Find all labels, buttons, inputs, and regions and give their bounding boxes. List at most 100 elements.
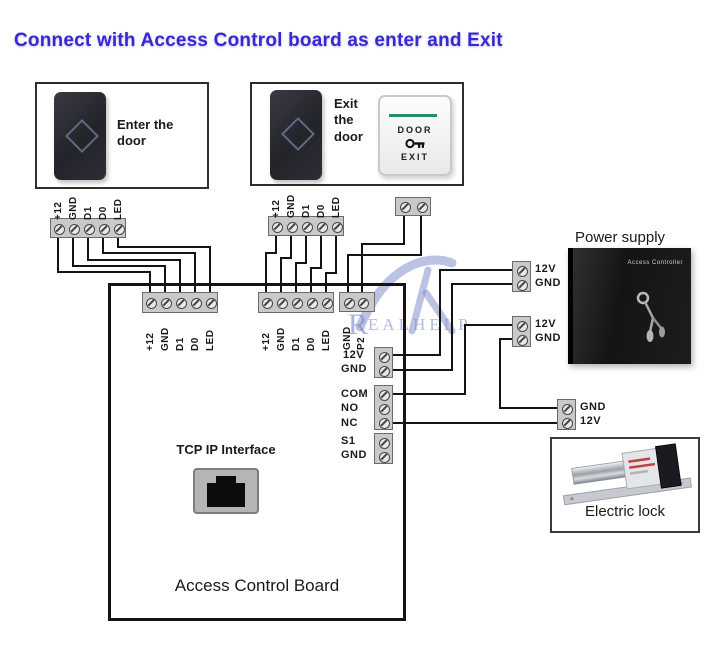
screw-terminal bbox=[378, 351, 390, 363]
pin-label: D0 bbox=[316, 204, 327, 218]
screw-terminal bbox=[205, 298, 217, 309]
pin-label: LED bbox=[331, 196, 342, 219]
pin-label: GND bbox=[341, 363, 367, 375]
screw-terminal bbox=[98, 223, 110, 235]
pin-label: GND bbox=[341, 449, 367, 461]
enter-card-reader-image bbox=[54, 92, 106, 180]
enter-station-box: Enter the door bbox=[35, 82, 209, 189]
pin-label: 12V bbox=[535, 318, 557, 330]
screw-terminal bbox=[516, 279, 528, 291]
psu-terminal-block-2 bbox=[512, 316, 531, 347]
pin-label: GND bbox=[342, 326, 353, 350]
screw-terminal bbox=[378, 451, 390, 463]
screw-terminal bbox=[190, 298, 202, 309]
realhelp-watermark-text: REALHELP bbox=[348, 308, 472, 341]
key-icon bbox=[405, 138, 425, 149]
screw-terminal bbox=[516, 320, 528, 332]
screw-terminal bbox=[516, 265, 528, 277]
pin-label: LED bbox=[321, 329, 332, 352]
door-exit-button-image: DOOR EXIT bbox=[378, 95, 452, 176]
pin-label: GND bbox=[276, 327, 287, 351]
pin-label: GND bbox=[286, 194, 297, 218]
pin-label: D1 bbox=[301, 204, 312, 218]
pin-label: GND bbox=[535, 332, 561, 344]
screw-terminal bbox=[68, 223, 80, 235]
diagram-title: Connect with Access Control board as ent… bbox=[14, 30, 503, 51]
enter-station-label: Enter the door bbox=[117, 117, 174, 149]
ethernet-jack-tab bbox=[216, 476, 236, 484]
screw-terminal bbox=[271, 221, 283, 233]
electric-lock-box bbox=[550, 437, 700, 533]
screw-terminal bbox=[276, 298, 288, 309]
screw-terminal bbox=[343, 297, 355, 309]
screw-terminal bbox=[561, 417, 573, 429]
exit-card-reader-image bbox=[270, 90, 322, 180]
screw-terminal bbox=[357, 297, 369, 309]
enter-reader-terminal-block bbox=[50, 218, 126, 238]
screw-terminal bbox=[378, 389, 390, 401]
power-supply-device-label: Access Controller bbox=[627, 260, 683, 266]
electric-lock-title: Electric lock bbox=[584, 503, 666, 520]
pin-label: D1 bbox=[175, 337, 186, 351]
screw-terminal bbox=[378, 417, 390, 429]
screw-terminal bbox=[331, 221, 343, 233]
exit-button-green-stripe bbox=[389, 114, 437, 117]
screw-terminal bbox=[378, 365, 390, 377]
screw-terminal bbox=[160, 298, 172, 309]
access-control-board-outline bbox=[108, 283, 406, 621]
screw-terminal bbox=[316, 221, 328, 233]
screw-terminal bbox=[306, 298, 318, 309]
electric-lock-image bbox=[562, 443, 693, 505]
screw-terminal bbox=[83, 223, 95, 235]
pin-label: 12V bbox=[580, 415, 602, 427]
screw-terminal bbox=[291, 298, 303, 309]
screw-terminal bbox=[113, 223, 125, 235]
screw-terminal bbox=[516, 334, 528, 346]
board-power-terminal-block bbox=[374, 347, 393, 378]
pin-label: NC bbox=[341, 417, 358, 429]
pin-label: D0 bbox=[190, 337, 201, 351]
screw-terminal bbox=[301, 221, 313, 233]
screw-terminal bbox=[145, 298, 157, 309]
exit-station-label: Exit the door bbox=[334, 96, 363, 144]
pin-label: 12V bbox=[343, 349, 365, 361]
board-exit-button-terminal-block bbox=[339, 292, 375, 312]
exit-button-door-text: DOOR bbox=[397, 125, 433, 135]
pin-label: +12 bbox=[145, 332, 156, 351]
pin-label: GND bbox=[68, 196, 79, 220]
pin-label: S1 bbox=[341, 435, 356, 447]
board-reader1-terminal-block bbox=[142, 292, 218, 313]
pin-label: NO bbox=[341, 402, 359, 414]
screw-terminal bbox=[53, 223, 65, 235]
exit-button-exit-text: EXIT bbox=[400, 152, 429, 162]
board-reader2-terminal-block bbox=[258, 292, 334, 313]
screw-terminal bbox=[261, 298, 273, 309]
pin-label: D0 bbox=[98, 206, 109, 220]
tcp-ip-interface-label: TCP IP Interface bbox=[176, 442, 276, 457]
psu-terminal-block-1 bbox=[512, 261, 531, 292]
ethernet-jack bbox=[207, 483, 245, 507]
board-relay-terminal-block bbox=[374, 385, 393, 430]
pin-label: GND bbox=[580, 401, 606, 413]
pin-label: P2 bbox=[356, 336, 367, 350]
pin-label: LED bbox=[113, 198, 124, 221]
pin-label: LED bbox=[205, 329, 216, 352]
power-supply-title: Power supply bbox=[575, 229, 666, 246]
psu-key-icon bbox=[636, 291, 665, 342]
power-supply-image: Access Controller bbox=[568, 248, 691, 364]
exit-button-terminal-block bbox=[395, 197, 431, 216]
lock-terminal-block bbox=[557, 399, 576, 430]
pin-label: +12 bbox=[53, 201, 64, 220]
pin-label: +12 bbox=[271, 199, 282, 218]
screw-terminal bbox=[378, 403, 390, 415]
screw-terminal bbox=[321, 298, 333, 309]
pin-label: GND bbox=[535, 277, 561, 289]
ethernet-port-icon bbox=[193, 468, 259, 514]
pin-label: D1 bbox=[291, 337, 302, 351]
board-s1-terminal-block bbox=[374, 433, 393, 464]
pin-label: D1 bbox=[83, 206, 94, 220]
pin-label: +12 bbox=[261, 332, 272, 351]
exit-reader-terminal-block bbox=[268, 216, 344, 236]
